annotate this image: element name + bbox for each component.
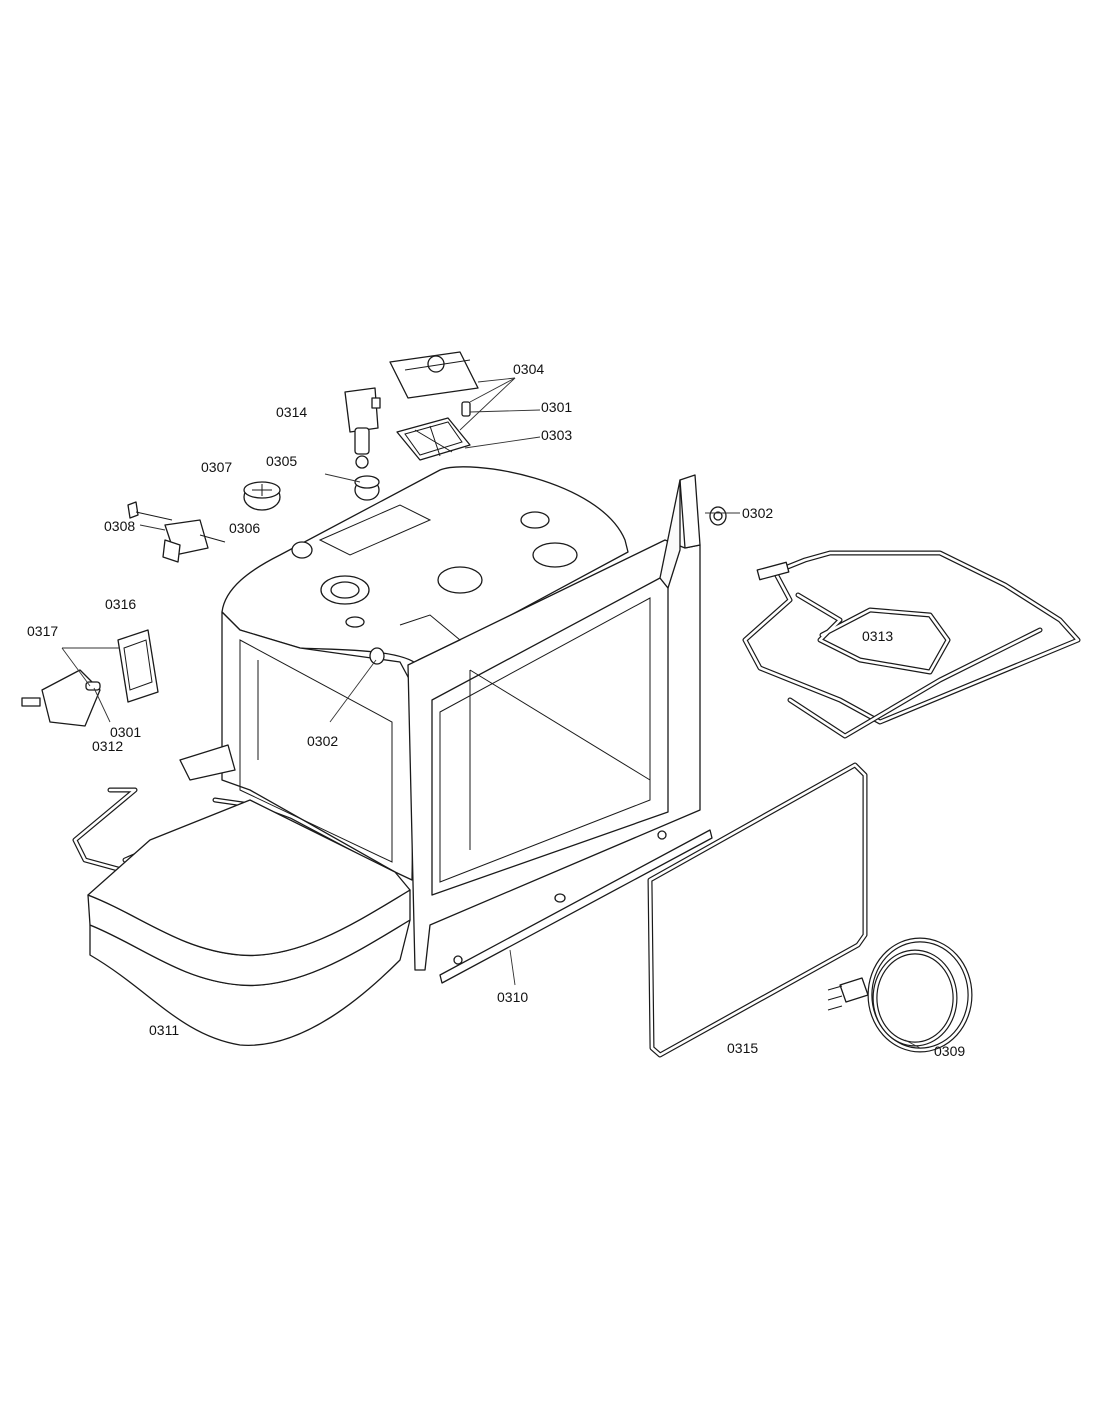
lamp-cover-assembly <box>389 351 479 461</box>
label-0304: 0304 <box>513 361 544 377</box>
lamp-cover-0316 <box>117 629 159 703</box>
label-0305: 0305 <box>266 453 297 469</box>
label-0301-left: 0301 <box>110 724 141 740</box>
rail-0310 <box>439 829 713 984</box>
lamp-holder-0317 <box>21 669 101 727</box>
sensor-0308-0306 <box>127 501 226 563</box>
label-0307: 0307 <box>201 459 232 475</box>
label-0309: 0309 <box>934 1043 965 1059</box>
leader-lines <box>61 377 921 1049</box>
label-0314: 0314 <box>276 404 307 420</box>
insulation-mat-0311 <box>87 799 411 1046</box>
oven-housing <box>221 466 701 971</box>
knob-0302-right <box>709 506 727 526</box>
label-0310: 0310 <box>497 989 528 1005</box>
label-0316: 0316 <box>105 596 136 612</box>
label-0306: 0306 <box>229 520 260 536</box>
label-0302-mid: 0302 <box>307 733 338 749</box>
label-0312: 0312 <box>92 738 123 754</box>
label-0303: 0303 <box>541 427 572 443</box>
knob-0302-mid <box>369 647 385 665</box>
label-0311: 0311 <box>149 1022 179 1038</box>
door-seal-0315 <box>647 762 868 1058</box>
top-heating-element-0313 <box>742 550 1081 739</box>
cap-0307 <box>243 481 281 511</box>
label-0317: 0317 <box>27 623 58 639</box>
knob-0305 <box>354 475 380 501</box>
switch-0314 <box>344 387 381 469</box>
label-0301-top: 0301 <box>541 399 572 415</box>
label-0313: 0313 <box>862 628 893 644</box>
label-0308: 0308 <box>104 518 135 534</box>
part-labels: 0304 0301 0303 0314 0307 0305 0302 0308 … <box>27 361 965 1059</box>
label-0315: 0315 <box>727 1040 758 1056</box>
label-0302-right: 0302 <box>742 505 773 521</box>
ring-element-0309 <box>827 937 973 1053</box>
